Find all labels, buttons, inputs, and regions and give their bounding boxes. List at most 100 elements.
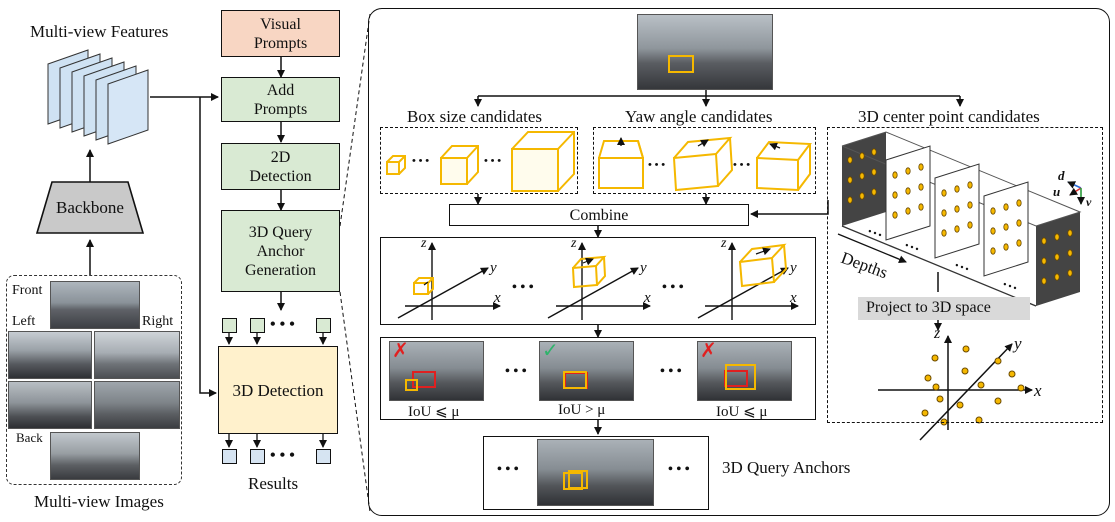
detection-2d-line2: Detection — [249, 167, 312, 185]
iou-dots-2: • • • — [660, 364, 682, 379]
yaw-dots-2: • • • — [733, 159, 751, 171]
box-size-dots-1: • • • — [412, 155, 430, 167]
depth-points — [847, 148, 1073, 285]
axis-d-label: d — [1058, 168, 1065, 183]
accept-check-icon: ✓ — [542, 341, 559, 362]
result-square — [316, 449, 331, 464]
detection-3d-box: 3D Detection — [218, 346, 338, 434]
yaw-angle-panel — [593, 127, 816, 194]
anchor-bbox — [563, 371, 587, 389]
combined-axis-x-2: x — [644, 290, 651, 306]
anchor-gen-line2: Anchor — [256, 242, 305, 260]
add-prompts-line1: Add — [266, 81, 295, 99]
combined-anchors-panel — [380, 237, 816, 325]
iou-label-1: IoU ⩽ μ — [408, 404, 460, 420]
combined-axis-y-2: y — [640, 260, 647, 276]
combine-box: Combine — [449, 204, 749, 226]
anchor-gen-line3: Generation — [244, 261, 317, 279]
project-label-bg — [858, 297, 1030, 320]
cam-front-label: Front — [12, 283, 43, 298]
box-size-dots-2: • • • — [484, 155, 502, 167]
anchor-bbox — [568, 470, 588, 489]
iou-filter-panel — [380, 337, 816, 420]
anchor-bbox — [405, 379, 418, 391]
query-anchor-image — [537, 439, 654, 506]
visual-prompts-box: Visual Prompts — [221, 10, 340, 57]
scatter-axis-x: x — [1034, 381, 1042, 400]
query-square — [316, 318, 331, 333]
scatter-axis-z: z — [934, 325, 941, 342]
combined-axis-y-3: y — [790, 260, 797, 276]
query-anchors-panel — [483, 436, 709, 510]
anchor-bbox — [725, 364, 756, 390]
cam-right-label: Right — [142, 314, 174, 329]
multi-view-images-label: Multi-view Images — [34, 492, 164, 511]
combined-dots-2: • • • — [662, 280, 684, 295]
iou-candidate-image-2: ✓ — [539, 341, 634, 401]
multi-view-images-panel — [6, 275, 182, 485]
backbone-label: Backbone — [56, 198, 124, 217]
query-square — [250, 318, 265, 333]
back-left-camera-image — [8, 381, 92, 429]
input-image-top — [637, 14, 773, 90]
visual-prompts-line1: Visual — [260, 15, 301, 33]
detection-2d-box: 2D Detection — [221, 143, 340, 190]
box-size-cubes — [386, 131, 575, 192]
iou-candidate-image-3: ✗ — [697, 341, 792, 401]
front-right-camera-image — [94, 331, 180, 379]
query-anchor-dots-right: • • • — [668, 462, 690, 477]
axis-v-label: v — [1086, 195, 1092, 209]
yaw-dots-1: • • • — [648, 159, 666, 171]
axis-u-label: u — [1053, 184, 1061, 199]
iou-label-3: IoU ⩽ μ — [716, 404, 768, 420]
yaw-angle-cubes — [598, 136, 812, 192]
cam-back-label: Back — [16, 430, 43, 445]
front-camera-image — [50, 281, 140, 329]
query-square — [222, 318, 237, 333]
projected-points — [921, 345, 1025, 426]
result-square — [250, 449, 265, 464]
visual-prompts-line2: Prompts — [253, 34, 308, 52]
result-square — [222, 449, 237, 464]
box-size-panel — [380, 127, 578, 194]
combined-dots-1: • • • — [512, 280, 534, 295]
anchor-gen-line1: 3D Query — [248, 223, 313, 241]
back-right-camera-image — [94, 381, 180, 429]
results-label: Results — [248, 474, 299, 493]
combined-axis-x-1: x — [494, 290, 501, 306]
back-camera-image — [50, 432, 140, 480]
front-left-camera-image — [8, 331, 92, 379]
combined-axis-y-1: y — [490, 260, 497, 276]
backbone-block — [35, 181, 145, 234]
multi-view-features-label: Multi-view Features — [30, 22, 169, 41]
anchor-generation-detail-panel — [368, 8, 1110, 516]
iou-candidate-image-1: ✗ — [389, 341, 484, 401]
query-anchors-label: 3D Query Anchors — [722, 458, 851, 477]
combined-axis-z-1: z — [421, 236, 427, 251]
project-to-3d-label: Project to 3D space — [866, 299, 991, 316]
add-prompts-line2: Prompts — [253, 100, 308, 118]
result-dots: • • • — [270, 447, 295, 464]
reject-cross-icon: ✗ — [700, 341, 717, 362]
feature-maps-stack — [47, 49, 149, 145]
center-point-panel — [827, 127, 1103, 423]
query-anchor-dots-left: • • • — [497, 462, 519, 477]
center-point-title: 3D center point candidates — [858, 107, 1040, 126]
cam-left-label: Left — [12, 314, 36, 329]
anchor-generation-box: 3D Query Anchor Generation — [221, 210, 340, 292]
anchor-bbox — [563, 472, 583, 490]
yaw-angle-title: Yaw angle candidates — [625, 107, 773, 126]
detection-2d-line1: 2D — [270, 148, 291, 166]
combined-axis-z-3: z — [721, 236, 727, 251]
scatter-axis-y: y — [1014, 334, 1022, 353]
visual-prompt-bbox — [668, 55, 694, 73]
box-size-title: Box size candidates — [407, 107, 543, 126]
query-dots: • • • — [270, 316, 295, 333]
iou-label-2: IoU > μ — [558, 402, 606, 418]
add-prompts-box: Add Prompts — [221, 77, 340, 122]
combined-axis-z-2: z — [571, 236, 577, 251]
iou-dots-1: • • • — [505, 364, 527, 379]
combined-axis-x-3: x — [790, 290, 797, 306]
reject-cross-icon: ✗ — [392, 341, 409, 362]
